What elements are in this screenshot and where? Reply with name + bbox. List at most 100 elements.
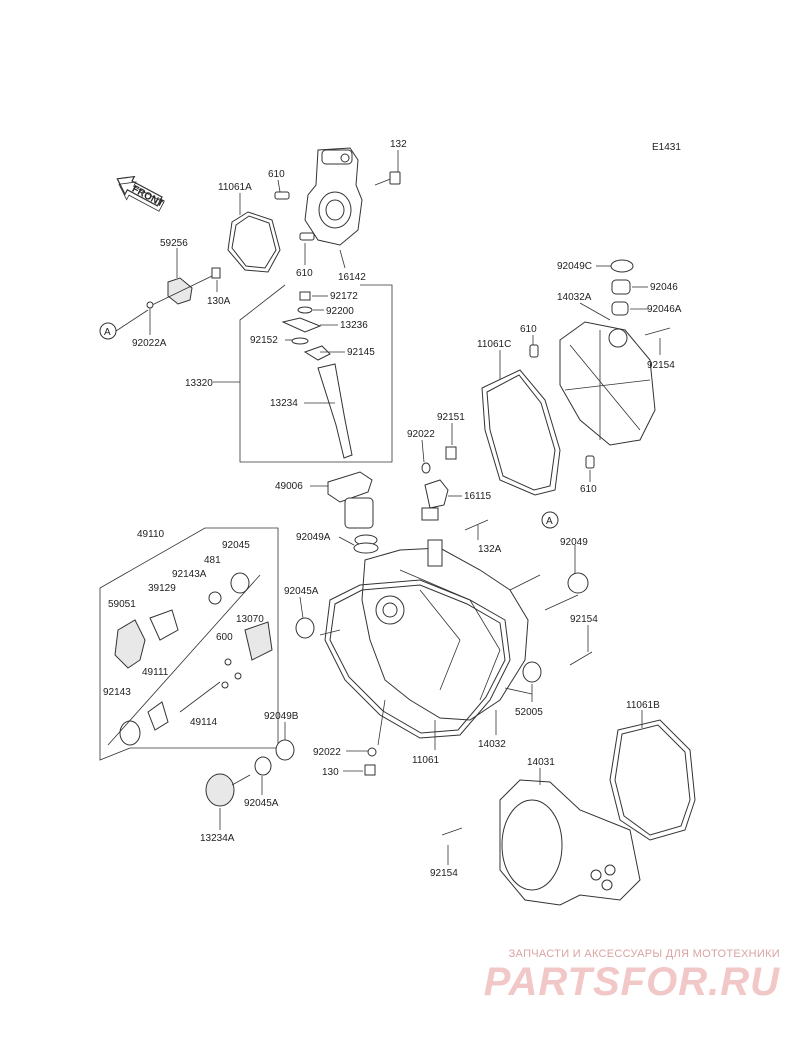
label-92200: 92200 bbox=[326, 306, 354, 317]
label-11061: 11061 bbox=[412, 755, 440, 766]
label-11061c: 11061C bbox=[477, 339, 511, 350]
gasket-11061b bbox=[609, 719, 696, 841]
label-610a: 610 bbox=[268, 169, 285, 180]
label-13070: 13070 bbox=[236, 614, 264, 625]
gasket-11061c bbox=[481, 369, 561, 496]
label-92172: 92172 bbox=[330, 291, 358, 302]
label-130: 130 bbox=[322, 767, 339, 778]
label-92022: 92022 bbox=[407, 429, 435, 440]
bushing-92046a bbox=[611, 301, 629, 316]
label-92049b: 92049B bbox=[264, 711, 299, 722]
label-49114: 49114 bbox=[190, 717, 218, 728]
bolt-132a bbox=[464, 519, 489, 531]
o-ring-92049a bbox=[353, 542, 379, 554]
label-92049a: 92049A bbox=[296, 532, 331, 543]
label-59256: 59256 bbox=[160, 238, 188, 249]
label-49110: 49110 bbox=[137, 529, 165, 540]
label-14032a: 14032A bbox=[557, 292, 592, 303]
watermark-logo: PARTSFOR.RU bbox=[483, 960, 780, 1004]
shaft-assembly-13320 bbox=[281, 291, 353, 459]
label-92154a: 92154 bbox=[647, 360, 675, 371]
label-14032: 14032 bbox=[478, 739, 506, 750]
seal-92049 bbox=[567, 572, 589, 594]
label-92046: 92046 bbox=[650, 282, 678, 293]
label-92049: 92049 bbox=[560, 537, 588, 548]
oil-pump-49006 bbox=[327, 471, 378, 546]
label-49006: 49006 bbox=[275, 481, 303, 492]
label-92154c: 92154 bbox=[430, 868, 458, 879]
label-481: 481 bbox=[204, 555, 221, 566]
bearing-92049b bbox=[275, 739, 295, 761]
label-13234a: 13234A bbox=[200, 833, 235, 844]
watermark-tagline: ЗАПЧАСТИ И АКСЕССУАРЫ ДЛЯ МОТОТЕХНИКИ bbox=[508, 948, 780, 960]
label-49111: 49111 bbox=[142, 667, 169, 678]
bearing-92045a bbox=[295, 617, 315, 639]
seal-92049c bbox=[610, 259, 634, 273]
label-52005: 52005 bbox=[515, 707, 543, 718]
bushing-92046 bbox=[611, 279, 631, 295]
label-92143: 92143 bbox=[103, 687, 131, 698]
label-92145: 92145 bbox=[347, 347, 375, 358]
label-132a: 132A bbox=[478, 544, 502, 555]
label-610c: 610 bbox=[520, 324, 537, 335]
part-labels: 132 610 11061A 16142 610 59256 130A 9202… bbox=[103, 139, 682, 879]
label-92151: 92151 bbox=[437, 412, 465, 423]
label-610b: 610 bbox=[296, 268, 313, 279]
plug-52005 bbox=[522, 661, 542, 683]
plug-16115 bbox=[421, 479, 449, 521]
label-600: 600 bbox=[216, 632, 233, 643]
washer-92022b bbox=[367, 747, 377, 757]
label-13236: 13236 bbox=[340, 320, 368, 331]
leader-lines bbox=[149, 150, 661, 865]
bolt-92154b bbox=[569, 651, 593, 666]
label-610d: 610 bbox=[580, 484, 597, 495]
label-11061a: 11061A bbox=[218, 182, 252, 193]
label-92045a: 92045A bbox=[284, 586, 319, 597]
label-92152: 92152 bbox=[250, 335, 278, 346]
front-label: FRONT bbox=[130, 184, 166, 210]
label-59051: 59051 bbox=[108, 599, 136, 610]
label-16142: 16142 bbox=[338, 272, 366, 283]
pump-housing-16142 bbox=[304, 147, 363, 246]
impeller-59256 bbox=[146, 267, 221, 309]
bolt-92154c bbox=[441, 827, 463, 836]
label-92154b: 92154 bbox=[570, 614, 598, 625]
cover-14031 bbox=[499, 779, 641, 906]
label-92143a: 92143A bbox=[172, 569, 207, 580]
dowel-pin-610d bbox=[585, 455, 595, 469]
front-arrow-icon: FRONT bbox=[116, 175, 166, 212]
diagram-code: E1431 bbox=[652, 142, 681, 153]
clutch-cover-14032 bbox=[361, 539, 529, 721]
label-16115: 16115 bbox=[464, 491, 492, 502]
water-pump-assy-49110 bbox=[107, 572, 273, 746]
label-92045: 92045 bbox=[222, 540, 250, 551]
label-11061b: 11061B bbox=[626, 700, 660, 711]
label-39129: 39129 bbox=[148, 583, 176, 594]
label-92022b: 92022 bbox=[313, 747, 341, 758]
label-130a: 130A bbox=[207, 296, 231, 307]
label-92049c: 92049C bbox=[557, 261, 592, 272]
gear-13234a bbox=[205, 773, 251, 807]
label-92022a: 92022A bbox=[132, 338, 167, 349]
ref-marker-a-right bbox=[541, 511, 559, 529]
dowel-pin-610a bbox=[274, 191, 290, 200]
bolt-132 bbox=[374, 171, 401, 186]
watermark: ЗАПЧАСТИ И АКСЕССУАРЫ ДЛЯ МОТОТЕХНИКИ PA… bbox=[484, 948, 780, 1004]
cover-14032a bbox=[559, 321, 671, 446]
gasket-11061 bbox=[324, 579, 511, 739]
washer-92022 bbox=[421, 462, 431, 474]
bracket-13320 bbox=[239, 284, 393, 463]
label-92046a: 92046A bbox=[647, 304, 682, 315]
label-132: 132 bbox=[390, 139, 407, 150]
gasket-11061a bbox=[227, 211, 281, 273]
label-13320: 13320 bbox=[185, 378, 213, 389]
ref-marker-a-right-label: A bbox=[546, 516, 553, 527]
ref-marker-a-left-label: A bbox=[104, 327, 111, 338]
label-14031: 14031 bbox=[527, 757, 555, 768]
label-13234: 13234 bbox=[270, 398, 298, 409]
label-92045a-lower: 92045A bbox=[244, 798, 279, 809]
bolt-130 bbox=[364, 764, 376, 776]
bearing-92045a-lower bbox=[254, 756, 272, 776]
dowel-pin-610b bbox=[299, 232, 315, 241]
plug-92151 bbox=[445, 446, 457, 460]
